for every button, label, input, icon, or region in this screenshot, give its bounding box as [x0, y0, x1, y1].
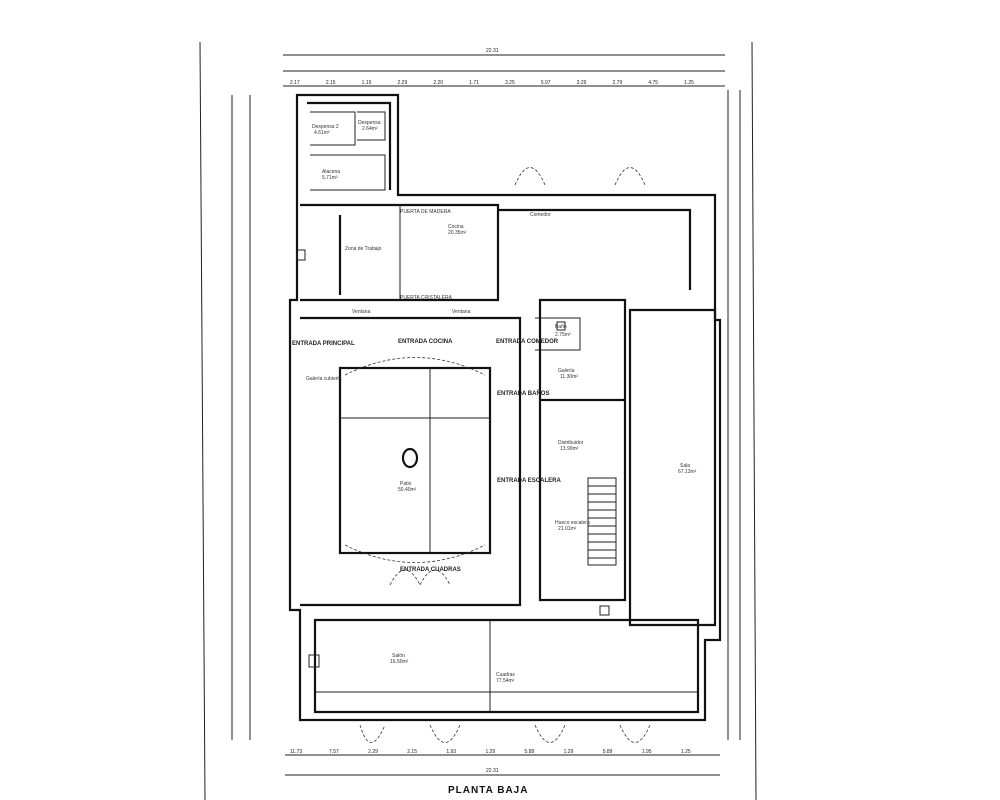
- room-salon-area: 16.50m²: [390, 659, 409, 665]
- wall-right-block: [538, 298, 627, 602]
- room-cocina-name: Cocina: [448, 224, 464, 230]
- dimension-label: 2.29: [368, 749, 378, 755]
- wall-sala: [628, 308, 717, 627]
- room-galeria-area: 11.30m²: [560, 374, 578, 380]
- dimension-label: 2.79: [613, 80, 623, 86]
- label-puerta-madera: PUERTA DE MADERA: [400, 209, 451, 215]
- room-distribuidor-name: Distribuidor: [558, 440, 584, 446]
- room-cocina-area: 20.35m²: [448, 230, 467, 236]
- dimension-label: 1.95: [642, 749, 652, 755]
- dimension-label: 1.25: [681, 749, 691, 755]
- label-entrada-comedor: ENTRADA COMEDOR: [496, 339, 559, 345]
- label-ventana-2: Ventana: [452, 309, 471, 315]
- door-swings: [359, 167, 651, 743]
- room-alacena-area: 5.71m²: [322, 175, 338, 181]
- label-entrada-escalera: ENTRADA ESCALERA: [497, 478, 561, 484]
- dimension-label: 1.25: [684, 80, 694, 86]
- dimension-label: 2.17: [290, 80, 300, 86]
- room-patio-area: 50.40m²: [398, 487, 417, 493]
- room-patio-name: Patio: [400, 481, 412, 487]
- wall-despensa2: [310, 111, 356, 146]
- room-despensa2-name: Despensa 2: [312, 124, 339, 130]
- room-despensa-area: 2.64m²: [362, 126, 378, 132]
- dimension-label: 5.89: [603, 749, 613, 755]
- dimension-label: 5.97: [541, 80, 551, 86]
- room-cuadras-name: Cuadras: [496, 672, 515, 678]
- label-entrada-principal: ENTRADA PRINCIPAL: [292, 341, 355, 347]
- wall-kitchen-block: [300, 203, 500, 302]
- room-despensa2-area: 4.61m²: [314, 130, 330, 136]
- label-puerta-cristalera: PUERTA CRISTALERA: [400, 295, 453, 301]
- room-sala-area: 67.13m²: [678, 469, 697, 475]
- room-despensa-name: Despensa: [358, 120, 381, 126]
- label-ventana-1: Ventana: [352, 309, 371, 315]
- label-entrada-cocina: ENTRADA COCINA: [398, 339, 453, 345]
- chimney-icon-4: [599, 605, 610, 616]
- wall-despensa: [357, 111, 386, 141]
- room-sala-name: Sala: [680, 463, 690, 469]
- dimension-labels: 2.17 2.15 1.19 2.29 2.20 1.71 3.25 5.97 3.29 2.79…: [290, 80, 694, 755]
- room-zona-trabajo: Zona de Trabajo: [345, 246, 382, 252]
- chimney-icon: [308, 654, 320, 668]
- patio-arcs: [344, 357, 486, 563]
- staircase: [587, 477, 617, 566]
- room-bano-name: Baño: [555, 324, 567, 330]
- room-galeria-name: Galería: [558, 368, 575, 374]
- room-distribuidor-area: 13.90m²: [560, 446, 579, 452]
- dim-overall-bottom: 22.31: [486, 768, 499, 774]
- chimney-icon-2: [296, 249, 306, 261]
- wall-patio: [338, 366, 492, 555]
- dimension-label: 2.15: [407, 749, 417, 755]
- dimension-label: 1.71: [469, 80, 479, 86]
- wall-cuadras: [313, 618, 700, 714]
- label-galeria-cubierta: Galería cubierta: [306, 376, 342, 382]
- dimension-label: 3.25: [505, 80, 515, 86]
- dimension-label: 4.75: [648, 80, 658, 86]
- dimension-label: 2.29: [398, 80, 408, 86]
- wall-comedor: [498, 208, 692, 290]
- wall-patio-block: [300, 316, 522, 607]
- room-salon-name: Salón: [392, 653, 405, 659]
- dimension-label: 1.29: [564, 749, 574, 755]
- dimension-label: 1.93: [446, 749, 456, 755]
- room-cuadras-area: 77.54m²: [496, 678, 515, 684]
- dimension-label: 2.20: [433, 80, 443, 86]
- outer-wall: [288, 93, 722, 722]
- room-comedor: Comedor: [530, 212, 551, 218]
- chimney-icon-3: [556, 321, 566, 331]
- stair-steps: [588, 485, 616, 559]
- label-entrada-cuadras: ENTRADA CUADRAS: [400, 567, 461, 573]
- plan-title: PLANTA BAJA: [448, 785, 528, 796]
- page-edge-right: [751, 41, 757, 800]
- dimension-label: 5.89: [525, 749, 535, 755]
- room-hueco-escalera-name: Hueco escalera: [555, 520, 590, 526]
- inner-wall-pantry: [307, 101, 392, 190]
- dimension-label: 1.19: [362, 80, 372, 86]
- dimension-label: 1.29: [485, 749, 495, 755]
- dim-overall-top: 22.31: [486, 48, 499, 54]
- label-entrada-banos: ENTRADA BAÑOS: [497, 390, 549, 397]
- room-hueco-escalera-area: 21.01m²: [558, 526, 577, 532]
- dimension-label: 7.57: [329, 749, 339, 755]
- wall-alacena: [310, 154, 386, 191]
- wall-bano: [535, 317, 581, 351]
- room-alacena-name: Alacena: [322, 169, 340, 175]
- dimension-label: 3.29: [577, 80, 587, 86]
- fountain-icon: [401, 447, 419, 469]
- room-bano-area: 2.75m²: [555, 332, 571, 338]
- dimension-label: 11.73: [290, 749, 302, 755]
- dimension-label: 2.15: [326, 80, 336, 86]
- page-edge-left: [199, 41, 206, 800]
